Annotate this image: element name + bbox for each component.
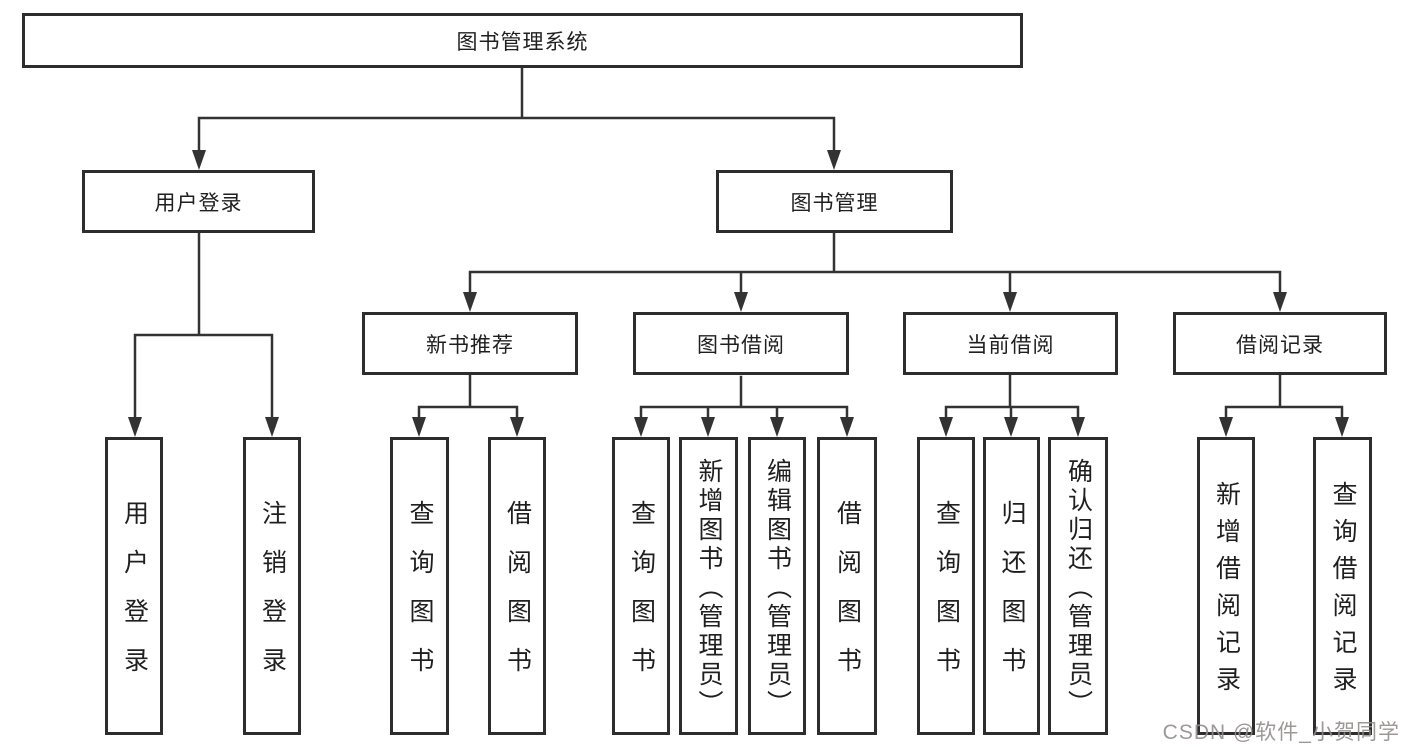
node-label: 查询借阅记录 xyxy=(1329,481,1357,703)
arrow-down-icon xyxy=(634,417,648,437)
node-leaf-query-borrow-record: 查询借阅记录 xyxy=(1313,437,1372,735)
node-book-borrow: 图书借阅 xyxy=(633,312,849,375)
node-label: 图书借阅 xyxy=(697,333,785,357)
arrow-down-icon xyxy=(128,417,142,437)
node-library-management-system: 图书管理系统 xyxy=(22,13,1023,68)
node-label: 新增借阅记录 xyxy=(1212,481,1241,703)
node-label: 新增图书（管理员） xyxy=(695,457,723,719)
node-borrow-records: 借阅记录 xyxy=(1173,312,1387,375)
arrow-down-icon xyxy=(265,417,279,437)
node-label: 当前借阅 xyxy=(966,333,1055,357)
node-leaf-current-query: 查询图书 xyxy=(917,437,975,735)
csdn-watermark: CSDN @软件_小贺同学 xyxy=(1162,721,1400,744)
node-leaf-return-book: 归还图书 xyxy=(983,437,1040,735)
node-label: 确认归还（管理员） xyxy=(1064,457,1093,719)
arrow-down-icon xyxy=(463,292,477,312)
arrow-down-icon xyxy=(827,150,841,170)
arrow-down-icon xyxy=(770,417,784,437)
arrow-down-icon xyxy=(412,417,426,437)
node-label: 新书推荐 xyxy=(426,333,514,357)
arrow-down-icon xyxy=(510,417,524,437)
node-label: 借阅图书 xyxy=(503,500,532,696)
edge-currentborrow-to-leaves xyxy=(944,373,1080,421)
node-leaf-borrow-add-admin: 新增图书（管理员） xyxy=(679,437,738,735)
arrow-down-icon xyxy=(939,417,953,437)
node-current-borrow: 当前借阅 xyxy=(903,312,1118,375)
node-label: 借阅记录 xyxy=(1236,333,1324,357)
node-label: 注销登录 xyxy=(258,500,287,696)
arrow-down-icon xyxy=(1003,292,1017,312)
node-leaf-add-borrow-record: 新增借阅记录 xyxy=(1197,437,1255,735)
node-leaf-borrow-edit-admin: 编辑图书（管理员） xyxy=(748,437,806,735)
node-label: 编辑图书（管理员） xyxy=(763,457,792,719)
node-leaf-confirm-return-admin: 确认归还（管理员） xyxy=(1048,437,1108,735)
edge-borrowrecords-to-leaves xyxy=(1224,373,1344,421)
node-book-management: 图书管理 xyxy=(716,170,953,233)
node-leaf-newbooks-query: 查询图书 xyxy=(390,437,449,735)
node-user-login: 用户登录 xyxy=(82,170,315,233)
node-leaf-logout: 注销登录 xyxy=(243,437,301,735)
edge-newbooks-to-leaves xyxy=(417,373,519,421)
node-label: 查询图书 xyxy=(627,500,656,696)
edge-bookborrow-to-leaves xyxy=(639,375,849,421)
arrow-down-icon xyxy=(701,417,715,437)
node-leaf-user-login: 用户登录 xyxy=(105,437,163,735)
node-label: 查询图书 xyxy=(932,500,961,696)
arrow-down-icon xyxy=(1219,417,1233,437)
arrow-down-icon xyxy=(192,150,206,170)
node-label: 图书管理 xyxy=(790,191,879,215)
edge-root-to-level2 xyxy=(197,66,836,154)
node-leaf-newbooks-borrow: 借阅图书 xyxy=(488,437,546,735)
node-label: 归还图书 xyxy=(998,500,1026,696)
arrow-down-icon xyxy=(840,417,854,437)
node-new-book-recommend: 新书推荐 xyxy=(362,312,578,375)
arrow-down-icon xyxy=(1335,417,1349,437)
node-leaf-borrow-query: 查询图书 xyxy=(612,437,670,735)
node-label: 图书管理系统 xyxy=(456,30,589,54)
node-label: 用户登录 xyxy=(120,500,149,696)
node-label: 用户登录 xyxy=(154,191,243,215)
arrow-down-icon xyxy=(1004,417,1018,437)
arrowheads xyxy=(128,150,1349,437)
edge-bookmgmt-to-level3 xyxy=(468,231,1282,296)
edge-userlogin-to-leaves xyxy=(133,231,274,421)
arrow-down-icon xyxy=(1273,292,1287,312)
node-leaf-borrow-book: 借阅图书 xyxy=(817,437,877,735)
arrow-down-icon xyxy=(734,292,748,312)
node-label: 查询图书 xyxy=(406,500,434,696)
node-label: 借阅图书 xyxy=(833,500,862,696)
arrow-down-icon xyxy=(1071,417,1085,437)
